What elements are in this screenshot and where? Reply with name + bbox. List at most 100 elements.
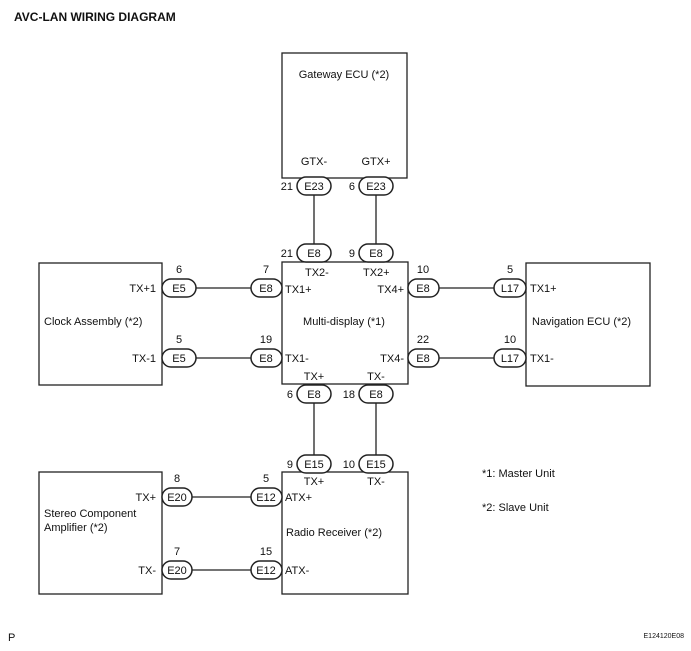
terminal-stereo-tx-plus: TX+ — [136, 492, 156, 504]
multi-display-label: Multi-display (*1) — [303, 316, 385, 328]
connector-gw-left: E23 21 — [281, 176, 332, 196]
connector-rr-top-right: E15 10 — [343, 454, 394, 474]
terminal-rr-atx-minus: ATX- — [285, 565, 310, 577]
connector-pin: 22 — [417, 334, 429, 346]
connector-code: E8 — [259, 353, 272, 365]
connector-pin: 6 — [287, 389, 293, 401]
connector-clock-bottom: E5 5 — [161, 334, 197, 368]
navigation-ecu: Navigation ECU (*2) TX1+ TX1- — [525, 262, 651, 387]
note-slave-unit: *2: Slave Unit — [482, 502, 549, 514]
terminal-md-tx-plus: TX+ — [304, 371, 324, 383]
connector-pin: 8 — [174, 473, 180, 485]
connector-code: E8 — [369, 389, 382, 401]
connector-stereo-top: E20 8 — [161, 473, 193, 507]
terminal-nav-tx1-minus: TX1- — [530, 353, 554, 365]
connector-pin: 18 — [343, 389, 355, 401]
radio-receiver: Radio Receiver (*2) TX+ TX- ATX+ ATX- — [281, 471, 409, 595]
connector-stereo-bottom: E20 7 — [161, 546, 193, 580]
terminal-rr-tx-plus: TX+ — [304, 476, 324, 488]
connector-pin: 5 — [263, 473, 269, 485]
connector-md-left-bottom: E8 19 — [250, 334, 283, 368]
stereo-component-amplifier: Stereo Component Amplifier (*2) TX+ TX- — [38, 471, 163, 595]
terminal-gtx-plus: GTX+ — [361, 156, 390, 168]
stereo-amplifier-label-line2: Amplifier (*2) — [44, 522, 108, 534]
terminal-md-tx4-plus: TX4+ — [377, 284, 404, 296]
connector-rr-left-bottom: E12 15 — [250, 546, 283, 580]
connector-code: E12 — [256, 492, 276, 504]
wires — [192, 195, 494, 571]
terminal-nav-tx1-plus: TX1+ — [530, 283, 557, 295]
note-master-unit: *1: Master Unit — [482, 468, 555, 480]
connector-pin: 7 — [263, 264, 269, 276]
terminal-md-tx-minus: TX- — [367, 371, 385, 383]
clock-assembly: Clock Assembly (*2) TX+1 TX-1 — [38, 262, 163, 386]
connector-nav-bottom: L17 10 — [493, 334, 527, 368]
connector-clock-top: E5 6 — [161, 264, 197, 298]
connector-code: E15 — [366, 459, 386, 471]
stereo-amplifier-label-line1: Stereo Component — [44, 508, 136, 520]
connector-code: E5 — [172, 353, 185, 365]
connector-pin: 21 — [281, 181, 293, 193]
connector-md-left-top: E8 7 — [250, 264, 283, 298]
connector-md-right-top: E8 10 — [407, 264, 440, 298]
footer-left: P — [8, 632, 15, 644]
terminal-clock-tx1-minus: TX-1 — [132, 353, 156, 365]
connector-code: E8 — [259, 283, 272, 295]
connector-pin: 7 — [174, 546, 180, 558]
connector-code: E8 — [307, 248, 320, 260]
connector-pin: 5 — [507, 264, 513, 276]
clock-assembly-label: Clock Assembly (*2) — [44, 316, 142, 328]
connector-code: E23 — [304, 181, 324, 193]
connector-pin: 10 — [417, 264, 429, 276]
connector-code: E5 — [172, 283, 185, 295]
terminal-md-tx1-minus: TX1- — [285, 353, 309, 365]
connector-code: E23 — [366, 181, 386, 193]
connector-md-right-bottom: E8 22 — [407, 334, 440, 368]
gateway-ecu: Gateway ECU (*2) GTX- GTX+ — [281, 52, 408, 179]
connector-md-bottom-left: E8 6 — [287, 384, 332, 404]
terminal-clock-tx1-plus: TX+1 — [129, 283, 156, 295]
connector-code: E20 — [167, 492, 187, 504]
connector-pin: 21 — [281, 248, 293, 260]
connector-code: L17 — [501, 353, 519, 365]
connector-code: E8 — [369, 248, 382, 260]
terminal-stereo-tx-minus: TX- — [138, 565, 156, 577]
connector-gw-right: E23 6 — [349, 176, 394, 196]
footer-figure-code: E124120E08 — [644, 633, 685, 640]
radio-receiver-label: Radio Receiver (*2) — [286, 527, 382, 539]
connector-pin: 15 — [260, 546, 272, 558]
connector-code: L17 — [501, 283, 519, 295]
terminal-md-tx2-plus: TX2+ — [363, 267, 390, 279]
navigation-ecu-label: Navigation ECU (*2) — [532, 316, 631, 328]
terminal-md-tx4-minus: TX4- — [380, 353, 404, 365]
connector-nav-top: L17 5 — [493, 264, 527, 298]
connector-code: E15 — [304, 459, 324, 471]
connector-pin: 10 — [504, 334, 516, 346]
gateway-ecu-label: Gateway ECU (*2) — [299, 69, 389, 81]
connector-code: E12 — [256, 565, 276, 577]
terminal-md-tx2-minus: TX2- — [305, 267, 329, 279]
connector-pin: 6 — [349, 181, 355, 193]
connector-md-bottom-right: E8 18 — [343, 384, 394, 404]
connector-code: E8 — [416, 353, 429, 365]
connector-code: E8 — [416, 283, 429, 295]
connector-code: E8 — [307, 389, 320, 401]
connector-pin: 6 — [176, 264, 182, 276]
connector-md-top-right: E8 9 — [349, 243, 394, 263]
terminal-rr-tx-minus: TX- — [367, 476, 385, 488]
connector-rr-left-top: E12 5 — [250, 473, 283, 507]
connector-pin: 10 — [343, 459, 355, 471]
diagram-title: AVC-LAN WIRING DIAGRAM — [14, 10, 176, 24]
connector-pin: 9 — [287, 459, 293, 471]
terminal-md-tx1-plus: TX1+ — [285, 284, 312, 296]
connector-pin: 5 — [176, 334, 182, 346]
multi-display: Multi-display (*1) TX2- TX2+ TX1+ TX4+ T… — [281, 261, 409, 385]
connector-md-top-left: E8 21 — [281, 243, 332, 263]
terminal-rr-atx-plus: ATX+ — [285, 492, 312, 504]
connector-pin: 9 — [349, 248, 355, 260]
connector-code: E20 — [167, 565, 187, 577]
connector-pin: 19 — [260, 334, 272, 346]
connector-rr-top-left: E15 9 — [287, 454, 332, 474]
terminal-gtx-minus: GTX- — [301, 156, 328, 168]
